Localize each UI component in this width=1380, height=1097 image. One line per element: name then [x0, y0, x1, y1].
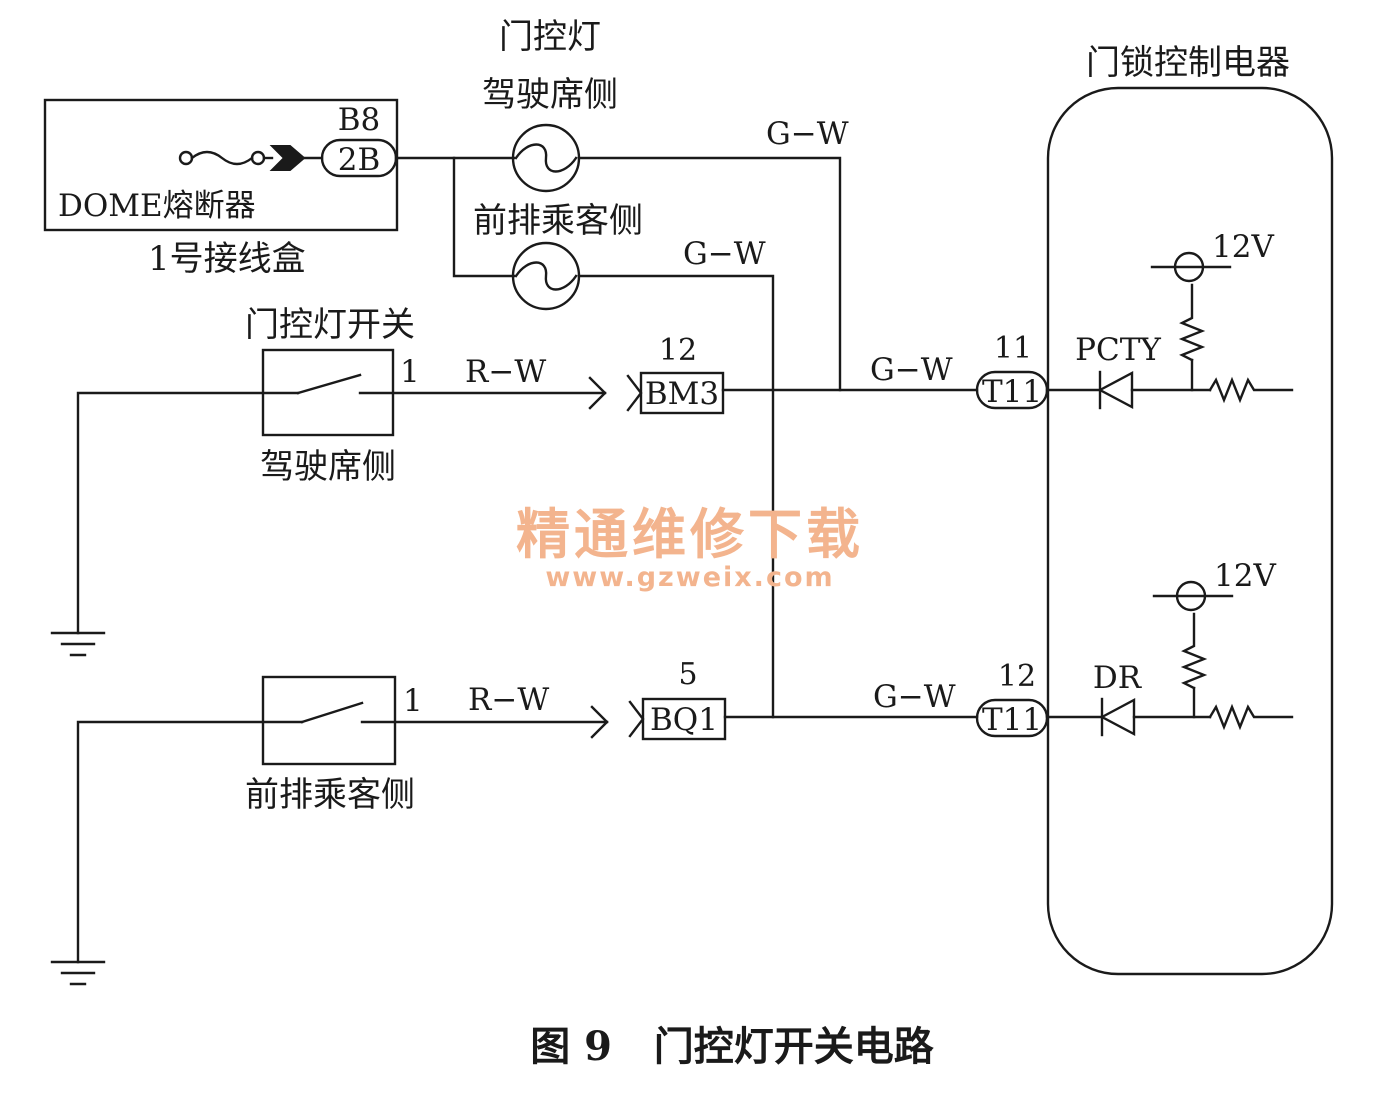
- ecu-outline: [1046, 86, 1334, 976]
- connector-bq1-pin: 5: [678, 657, 697, 692]
- driver-switch-contact: [296, 373, 362, 395]
- connector-2b-label: 2B: [338, 142, 381, 178]
- wire-gw-label-4: G−W: [873, 679, 956, 715]
- pcty-series-resistor: [1208, 376, 1294, 404]
- connector-bq1-label: BQ1: [650, 702, 718, 738]
- wire-gw-label-3: G−W: [870, 352, 953, 388]
- driver-switch-pin: 1: [400, 354, 420, 390]
- wire-gw-label-2: G−W: [683, 236, 766, 272]
- junction-box-label: 1号接线盒: [148, 239, 306, 279]
- wire-rw-label-2: R−W: [468, 682, 549, 718]
- passenger-lamp-label: 前排乘客侧: [473, 201, 643, 241]
- ecu-pin-top: 11: [994, 331, 1032, 366]
- passenger-connector-arrow: [590, 705, 609, 739]
- switch-title: 门控灯开关: [245, 305, 415, 345]
- dr-pullup-resistor: [1180, 612, 1208, 690]
- junction-box-outline: [43, 98, 399, 232]
- driver-lamp-label: 驾驶席侧: [482, 75, 618, 115]
- wire-fuse-to-passenger-lamp: [452, 156, 516, 278]
- dome-fuse-label: DOME熔断器: [58, 188, 256, 224]
- wire-gw-passenger-lamp: [577, 274, 775, 719]
- connector-bm3-box: [639, 371, 725, 415]
- connector-bm3-pin: 12: [659, 333, 697, 368]
- dr-supply-voltage: 12V: [1214, 558, 1276, 594]
- driver-switch-label: 驾驶席侧: [260, 447, 396, 487]
- wire-ground-passenger-switch: [76, 720, 304, 964]
- driver-lamp-symbol: [511, 123, 581, 193]
- door-lamp-title: 门控灯: [499, 17, 601, 57]
- watermark-url: www.gzweix.com: [545, 562, 834, 593]
- wire-gw-driver-lamp: [577, 156, 842, 392]
- wire-rw-label-1: R−W: [465, 354, 546, 390]
- passenger-switch-label: 前排乘客侧: [245, 775, 415, 815]
- wire-ground-driver-switch: [76, 391, 300, 635]
- ecu-connector-bottom-label: T11: [982, 702, 1042, 738]
- bm3-connector-chevron: [626, 374, 643, 412]
- passenger-switch-contact: [300, 701, 364, 724]
- pcty-supply-voltage: 12V: [1212, 229, 1274, 265]
- pcty-diode-symbol: [1097, 370, 1134, 410]
- passenger-switch-box: [261, 675, 397, 766]
- pcty-pullup-resistor: [1178, 283, 1206, 362]
- ground-symbol-1: [50, 631, 106, 657]
- dr-series-resistor: [1208, 703, 1294, 731]
- passenger-lamp-symbol: [511, 241, 581, 311]
- ground-symbol-2: [50, 960, 106, 986]
- driver-connector-arrow: [588, 376, 607, 410]
- ecu-connector-top-label: T11: [982, 374, 1042, 410]
- signal-dr-label: DR: [1093, 660, 1143, 696]
- ecu-pin-bottom: 12: [998, 659, 1036, 694]
- dome-fuse-symbol: [178, 145, 306, 171]
- bq1-connector-chevron: [628, 700, 645, 738]
- dr-diode-symbol: [1099, 697, 1136, 737]
- connector-bm3-label: BM3: [645, 376, 719, 412]
- passenger-switch-pin: 1: [403, 683, 423, 719]
- signal-pcty-label: PCTY: [1075, 332, 1161, 368]
- watermark-text: 精通维修下载: [516, 503, 864, 566]
- connector-b8-label: B8: [338, 102, 381, 138]
- ecu-title: 门锁控制电器: [1086, 43, 1290, 83]
- figure-caption: 图 9 门控灯开关电路: [530, 1023, 935, 1070]
- wire-gw-label-1: G−W: [766, 116, 849, 152]
- connector-bq1-box: [641, 697, 727, 741]
